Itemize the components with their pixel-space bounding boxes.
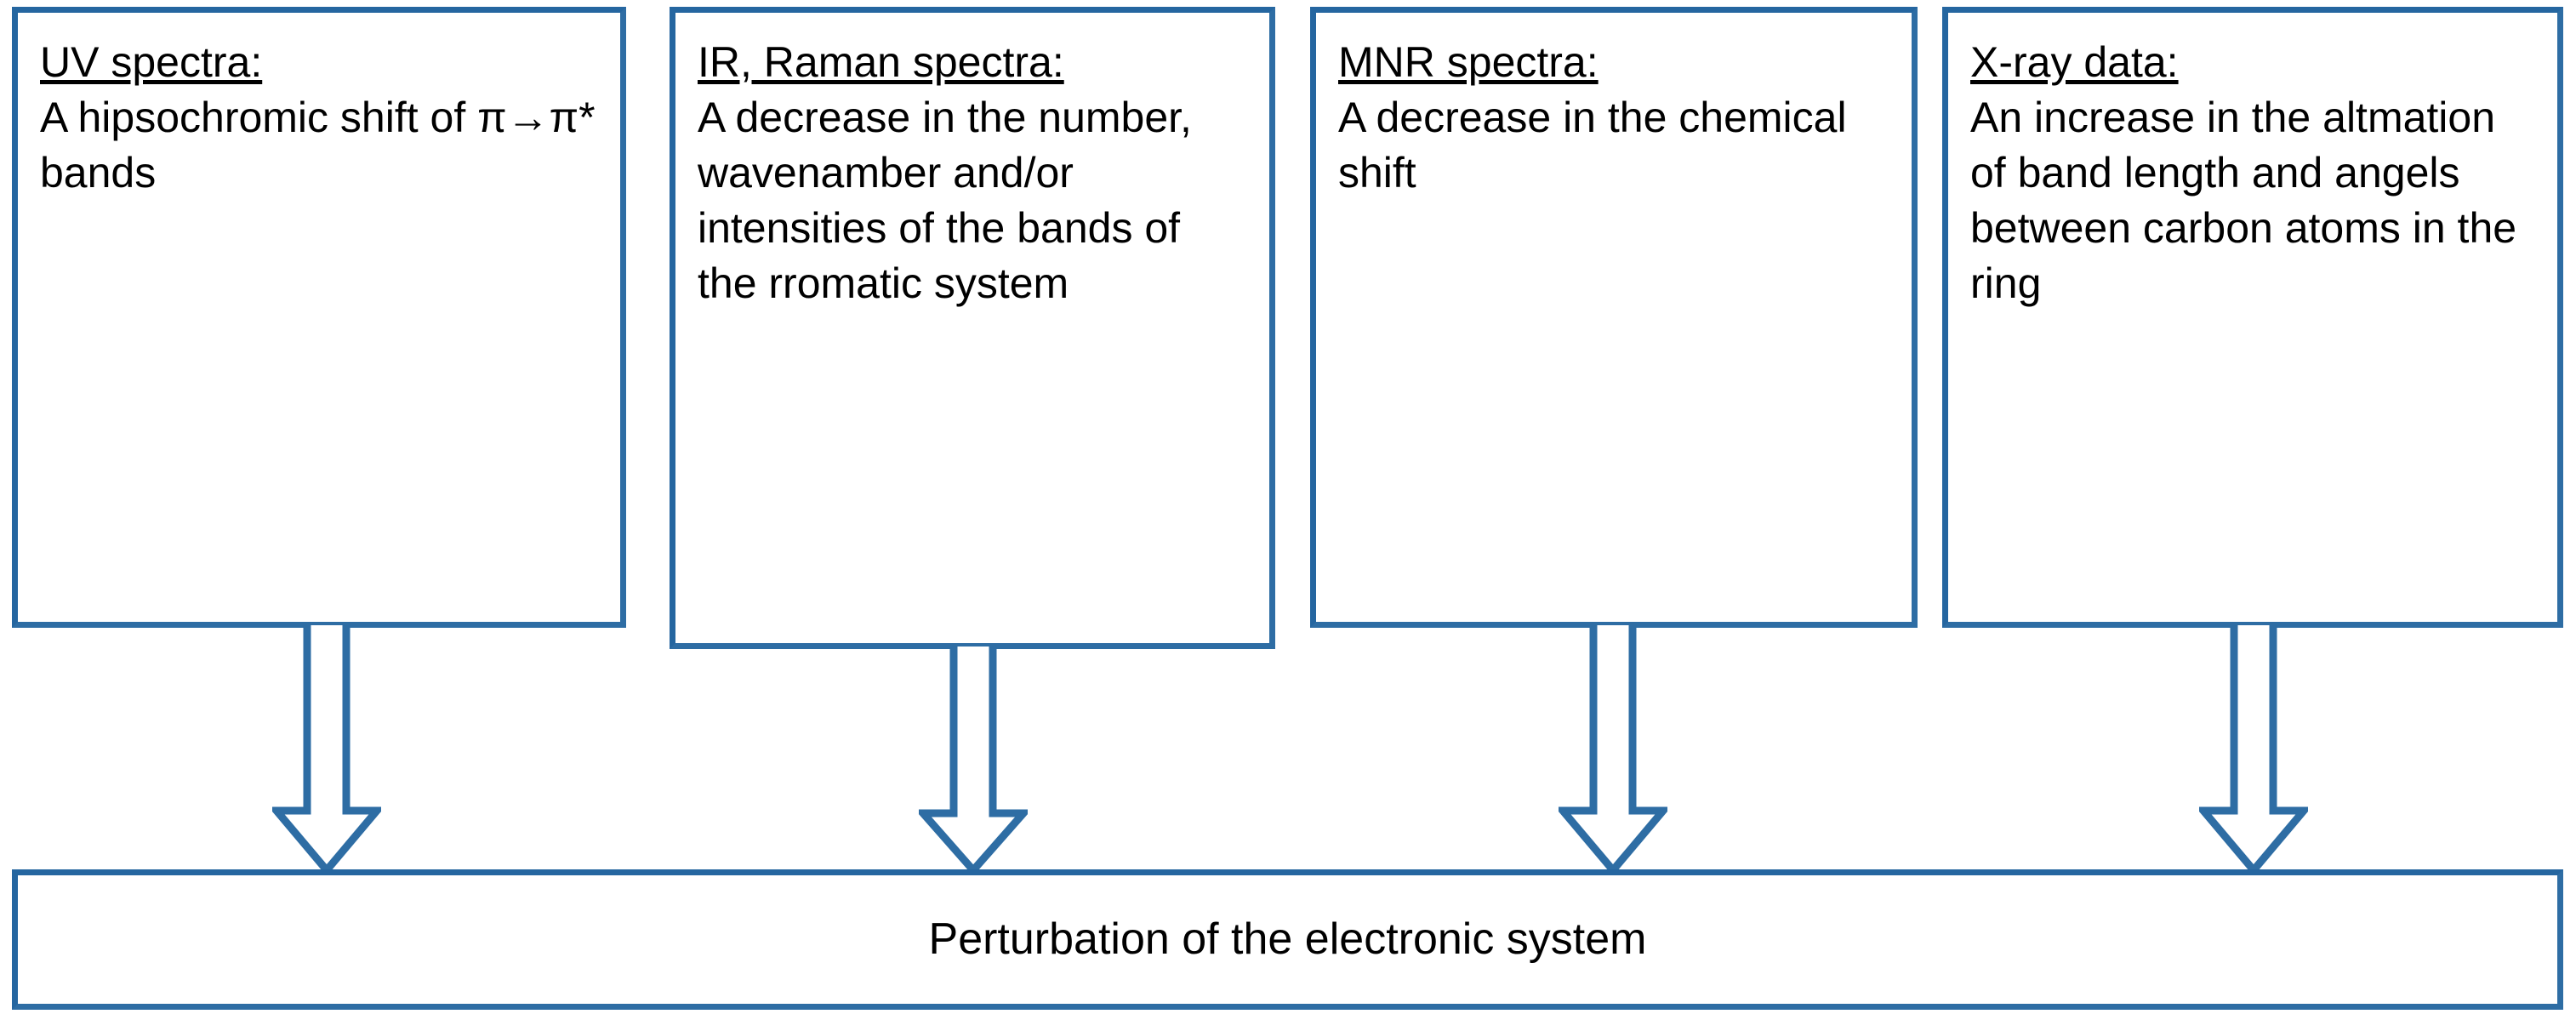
down-block-arrow-icon (1559, 625, 1667, 874)
diagram-box-uv-spectra: UV spectra: A hipsochromic shift of π→π*… (12, 7, 626, 628)
box-content: X-ray data: An increase in the altmation… (1948, 13, 2557, 320)
diagram-box-mnr-spectra: MNR spectra: A decrease in the chemical … (1310, 7, 1918, 628)
box-title-ir-raman-spectra: IR, Raman spectra: (698, 38, 1064, 86)
diagram-result-box: Perturbation of the electronic system (12, 869, 2563, 1010)
down-block-arrow-icon (272, 625, 381, 874)
diagram-box-ir-raman-spectra: IR, Raman spectra: A decrease in the num… (670, 7, 1275, 649)
box-content: UV spectra: A hipsochromic shift of π→π*… (18, 13, 620, 209)
result-text: Perturbation of the electronic system (928, 914, 1647, 965)
box-body-uv-spectra: A hipsochromic shift of π→π* bands (40, 94, 596, 197)
box-body-mnr-spectra: A decrease in the chemical shift (1338, 94, 1847, 197)
diagram-box-x-ray-data: X-ray data: An increase in the altmation… (1942, 7, 2563, 628)
box-title-mnr-spectra: MNR spectra: (1338, 38, 1599, 86)
down-block-arrow-icon (2199, 625, 2308, 874)
box-body-ir-raman-spectra: A decrease in the number, wavenamber and… (698, 94, 1192, 307)
box-title-uv-spectra: UV spectra: (40, 38, 263, 86)
box-content: IR, Raman spectra: A decrease in the num… (675, 13, 1269, 320)
box-content: MNR spectra: A decrease in the chemical … (1316, 13, 1912, 209)
box-body-x-ray-data: An increase in the altmation of band len… (1970, 94, 2517, 307)
box-title-x-ray-data: X-ray data: (1970, 38, 2179, 86)
down-block-arrow-icon (919, 647, 1028, 874)
